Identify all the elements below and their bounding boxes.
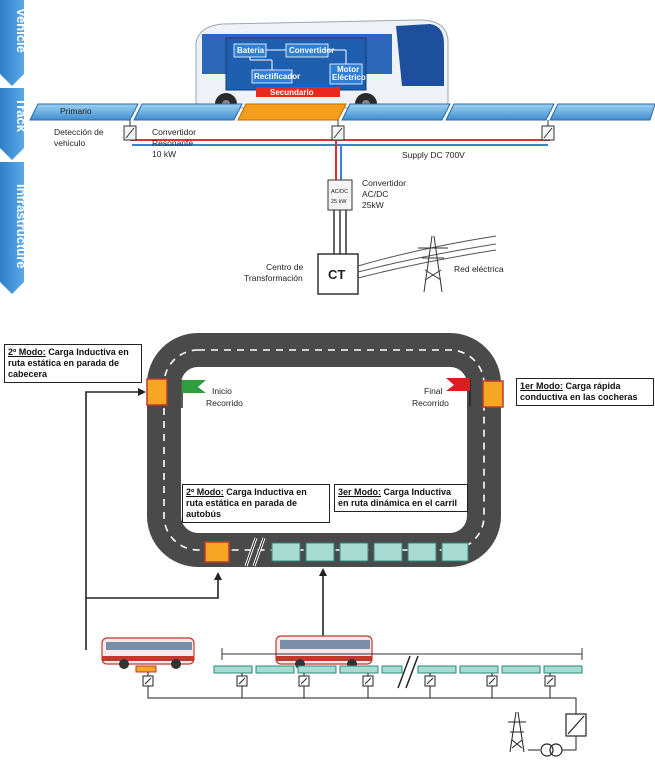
ct-box <box>317 253 359 295</box>
side-tabs: Vehicle Track Infrastructure <box>0 0 29 294</box>
bottom-electric-tower <box>508 711 526 753</box>
bottom-transformer-icon <box>540 743 563 757</box>
active-primary-panel <box>237 103 347 121</box>
conv-resonante-line2: Resonante <box>152 138 193 148</box>
conv-resonante-line3: 10 kW <box>152 149 176 159</box>
component-arrows <box>249 49 347 70</box>
deteccion-label-line1: Detección de <box>54 127 104 137</box>
bus-left-secondary <box>135 665 157 673</box>
centro-label-line1: Centro de <box>266 262 304 272</box>
acdc-box-line1: AC/DC <box>331 189 348 195</box>
bottom-bus-center <box>275 635 373 669</box>
dynamic-lane-pads <box>271 542 469 562</box>
tab-infrastructure-label: Infrastructure <box>14 184 29 269</box>
ct-label: CT <box>328 267 345 282</box>
inicio-label-line1: Inicio <box>212 386 232 396</box>
tab-track <box>0 88 24 160</box>
red-electrica-label: Red eléctrica <box>454 264 504 274</box>
bateria-label: Bateria <box>237 46 265 55</box>
secundario-pad <box>256 87 340 97</box>
mode-2-cabecera-box: 2º Modo: Carga Inductiva en ruta estátic… <box>4 344 142 383</box>
mode-2-cabecera-prefix: 2º Modo: <box>8 347 46 357</box>
acdc-box-line2: 25 kW <box>331 199 347 205</box>
mode-2-parada-text: Carga Inductiva en ruta estática en para… <box>186 487 307 519</box>
mode-2-cabecera-text: Carga Inductiva en ruta estática en para… <box>8 347 129 379</box>
resonant-converters <box>123 120 555 141</box>
acdc-label-line1: Convertidor <box>362 178 406 188</box>
mode-2-parada-box: 2º Modo: Carga Inductiva en ruta estátic… <box>182 484 330 523</box>
start-flag <box>181 380 206 408</box>
primary-track-panels: Primario <box>29 103 655 121</box>
conv-resonante-line1: Convertidor <box>152 127 196 137</box>
pad-cocheras <box>482 380 504 408</box>
convertidor-label: Convertidor <box>289 46 334 55</box>
centro-label-line2: Transformación <box>244 273 303 283</box>
final-label-line1: Final <box>424 386 443 396</box>
tab-vehicle-label: Vehicle <box>14 8 29 53</box>
pad-cabecera <box>146 378 168 406</box>
bottom-bus-wiring <box>147 672 577 751</box>
pad-parada-autobus <box>204 541 230 563</box>
mode-3-prefix: 3er Modo: <box>338 487 382 497</box>
acdc-label-line2: AC/DC <box>362 189 388 199</box>
inicio-label-line2: Recorrido <box>206 398 243 408</box>
mode-2-parada-prefix: 2º Modo: <box>186 487 224 497</box>
tab-track-label: Track <box>14 98 29 133</box>
bottom-main-converter <box>565 713 587 737</box>
bus-vehicle: Bateria Convertidor Rectificador Motor E… <box>195 19 449 115</box>
ct-feed-lines <box>333 210 347 254</box>
bottom-bus-left <box>101 637 195 673</box>
mode-1-cocheras-box: 1er Modo: Carga rápida conductiva en las… <box>516 378 654 406</box>
tab-infrastructure <box>0 162 24 294</box>
final-label-line2: Recorrido <box>412 398 449 408</box>
deteccion-label-line2: vehiculo <box>54 138 85 148</box>
route-break-mark-outline <box>245 537 265 567</box>
acdc-label-line3: 25kW <box>362 200 384 210</box>
arrowheads <box>138 388 327 580</box>
mode-1-text: Carga rápida conductiva en las cocheras <box>520 381 638 402</box>
motor-label-line2: Eléctrico <box>332 73 366 82</box>
mode-3-carril-box: 3er Modo: Carga Inductiva en ruta dinámi… <box>334 484 468 512</box>
flow-arrows <box>85 391 324 650</box>
rectificador-label: Rectificador <box>254 72 300 81</box>
electric-tower <box>418 235 448 293</box>
supply-dc-label: Supply DC 700V <box>402 150 465 160</box>
mode-1-prefix: 1er Modo: <box>520 381 564 391</box>
mode-3-text: Carga Inductiva en ruta dinámica en el c… <box>338 487 458 508</box>
grid-power-lines <box>357 235 497 279</box>
primario-label: Primario <box>60 106 92 116</box>
end-flag <box>446 378 471 406</box>
bus-windshield <box>396 24 444 86</box>
bottom-converters <box>142 675 556 687</box>
secundario-label: Secundario <box>270 88 314 97</box>
dynamic-track-segments <box>213 648 583 689</box>
motor-label-line1: Motor <box>337 65 359 74</box>
tab-vehicle <box>0 0 24 86</box>
acdc-converter: AC/DC 25 kW <box>327 179 353 211</box>
